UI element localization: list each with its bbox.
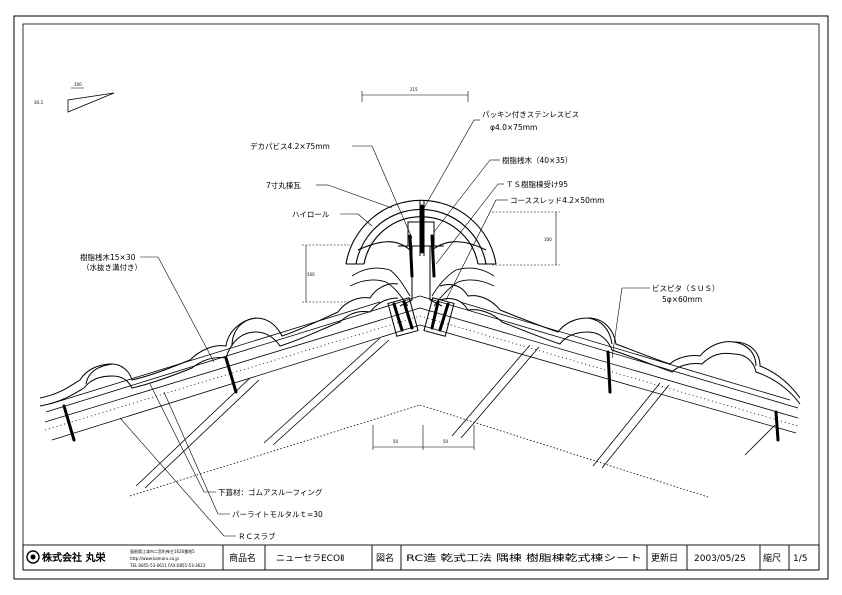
tile-battens xyxy=(49,301,791,405)
drawing-label: 図名 xyxy=(376,552,394,564)
scale-value: 1/5 xyxy=(793,554,807,564)
company-url: http://www.kamaru.co.jp xyxy=(130,556,179,561)
slope-rise-value: 30.3 xyxy=(34,100,43,105)
company-logo xyxy=(26,550,40,564)
label-resin-batten-note: （水抜き溝付き） xyxy=(82,262,142,272)
right-height-value: 100 xyxy=(544,237,552,242)
product-label: 商品名 xyxy=(229,552,256,564)
bottom-dim-a: 50 xyxy=(393,439,399,444)
slope-indicator xyxy=(67,87,115,113)
label-packing-screw: パッキン付きステンレスビス xyxy=(482,109,579,119)
company-tel: TEL:0855-53-0611 FAX:0855-53-3623 xyxy=(129,563,206,568)
label-bispita: ビスピタ（ＳＵＳ） xyxy=(652,284,720,293)
product-value: ニューセラECOⅡ xyxy=(276,553,345,564)
title-block xyxy=(22,544,820,571)
bottom-dimension xyxy=(372,425,475,450)
label-ts-receiver: ＴＳ樹脂棟受け95 xyxy=(506,179,568,189)
high-roll-sheet xyxy=(349,267,495,307)
label-bispita-size: 5φ×60mm xyxy=(662,295,702,304)
right-height-dimension xyxy=(492,211,560,266)
bottom-dim-b: 50 xyxy=(443,439,449,444)
label-resin-batten-15x30: 樹脂桟木15×30 xyxy=(80,252,136,262)
label-deca-screw: デカパビス4.2×75mm xyxy=(250,141,330,151)
company-name: 株式会社 丸栄 xyxy=(42,551,106,564)
top-width-value: 215 xyxy=(410,87,418,92)
mortar-layer xyxy=(44,295,799,431)
label-rc-slab: ＲＣスラブ xyxy=(238,531,276,541)
scale-label: 縮尺 xyxy=(763,552,781,564)
updated-label: 更新日 xyxy=(651,552,678,564)
drawing-value: RC造 乾式工法 隅棟 樹脂棟乾式棟シート xyxy=(406,552,642,564)
leader-lines xyxy=(119,119,650,537)
label-underlay: 下葺材：ゴムアスルーフィング xyxy=(218,487,323,497)
label-ridge-tile: 7寸丸棟瓦 xyxy=(266,180,301,190)
label-coarse-thread: コーススレッド4.2×50mm xyxy=(510,196,605,205)
rc-slab xyxy=(51,324,797,498)
slope-run-value: 100 xyxy=(74,82,82,87)
company-address: 島根県江津市二宮町神主1620番地5 xyxy=(130,548,195,554)
left-height-dimension xyxy=(302,244,350,303)
outer-border xyxy=(13,15,829,580)
label-high-roll: ハイロール xyxy=(292,210,330,219)
roof-tiles-right xyxy=(439,283,801,405)
label-packing-screw-size: φ4.0×75mm xyxy=(490,123,537,132)
label-resin-batten: 樹脂桟木（40×35） xyxy=(502,155,572,165)
top-dimension xyxy=(361,91,469,102)
left-height-value: 100 xyxy=(307,272,315,277)
updated-value: 2003/05/25 xyxy=(694,554,746,564)
label-perlite: パーライトモルタルｔ=30 xyxy=(232,510,323,519)
screws xyxy=(62,204,780,442)
